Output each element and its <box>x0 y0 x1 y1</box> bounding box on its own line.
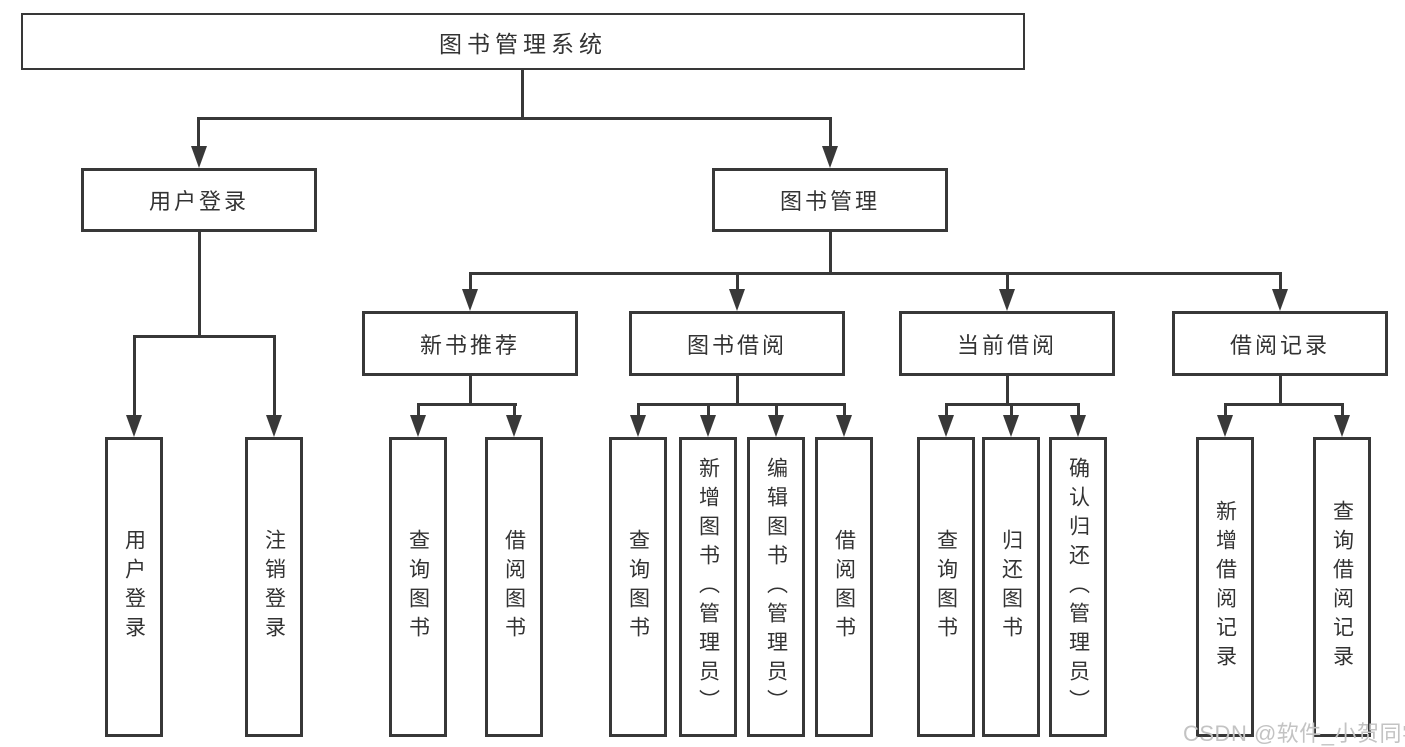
leaf-add-books-admin: 新增图书（管理员） <box>679 437 737 737</box>
arrow-down-icon <box>191 146 207 168</box>
connector-line <box>469 272 472 292</box>
connector-line <box>133 335 275 338</box>
connector-line <box>775 403 778 415</box>
leaf-borrow-books-recommend: 借阅图书 <box>485 437 543 737</box>
connector-line <box>469 272 1281 275</box>
arrow-down-icon <box>126 415 142 437</box>
connector-line <box>1010 403 1013 415</box>
connector-line <box>637 403 845 406</box>
node-label: 图书管理 <box>779 189 880 214</box>
node-label: 用户登录 <box>148 189 249 214</box>
leaf-add-borrow-record: 新增借阅记录 <box>1196 437 1254 737</box>
arrow-down-icon <box>822 146 838 168</box>
connector-line <box>197 117 200 149</box>
connector-line <box>1279 376 1282 406</box>
connector-line <box>469 376 472 406</box>
connector-line <box>1341 403 1344 415</box>
connector-line <box>133 335 136 416</box>
node-label: 确认归还（管理员） <box>1066 456 1090 718</box>
arrow-down-icon <box>1003 415 1019 437</box>
connector-line <box>273 335 276 416</box>
node-label: 借阅图书 <box>832 529 856 645</box>
leaf-logout: 注销登录 <box>245 437 303 737</box>
connector-line <box>707 403 710 415</box>
node-label: 查询借阅记录 <box>1330 500 1354 674</box>
connector-line <box>1224 403 1227 415</box>
arrow-down-icon <box>1070 415 1086 437</box>
arrow-down-icon <box>506 415 522 437</box>
node-label: 图书管理系统 <box>439 30 607 57</box>
arrow-down-icon <box>768 415 784 437</box>
connector-line <box>1006 376 1009 406</box>
arrow-down-icon <box>462 289 478 311</box>
node-user-login: 用户登录 <box>81 168 317 232</box>
arrow-down-icon <box>938 415 954 437</box>
node-label: 编辑图书（管理员） <box>764 456 788 718</box>
leaf-query-books-current: 查询图书 <box>917 437 975 737</box>
node-book-borrowing: 图书借阅 <box>629 311 845 376</box>
node-label: 归还图书 <box>999 529 1023 645</box>
arrow-down-icon <box>410 415 426 437</box>
node-label: 图书借阅 <box>686 332 787 358</box>
node-borrow-records: 借阅记录 <box>1172 311 1388 376</box>
connector-line <box>417 403 517 406</box>
arrow-down-icon <box>1217 415 1233 437</box>
connector-line <box>198 232 201 336</box>
leaf-borrow-books: 借阅图书 <box>815 437 873 737</box>
leaf-query-borrow-record: 查询借阅记录 <box>1313 437 1371 737</box>
arrow-down-icon <box>836 415 852 437</box>
leaf-edit-books-admin: 编辑图书（管理员） <box>747 437 805 737</box>
connector-line <box>829 117 832 149</box>
leaf-confirm-return-admin: 确认归还（管理员） <box>1049 437 1107 737</box>
connector-line <box>829 232 832 275</box>
node-label: 查询图书 <box>406 529 430 645</box>
node-label: 新书推荐 <box>419 332 520 358</box>
arrow-down-icon <box>1334 415 1350 437</box>
leaf-query-books-recommend: 查询图书 <box>389 437 447 737</box>
connector-line <box>1224 403 1343 406</box>
arrow-down-icon <box>999 289 1015 311</box>
connector-line <box>513 403 516 415</box>
node-label: 注销登录 <box>262 529 286 645</box>
node-book-management: 图书管理 <box>712 168 948 232</box>
connector-line <box>417 403 420 415</box>
node-label: 新增借阅记录 <box>1213 500 1237 674</box>
arrow-down-icon <box>700 415 716 437</box>
connector-line <box>945 403 948 415</box>
node-label: 查询图书 <box>626 529 650 645</box>
leaf-return-books: 归还图书 <box>982 437 1040 737</box>
leaf-query-books-borrowing: 查询图书 <box>609 437 667 737</box>
connector-line <box>1006 272 1009 292</box>
node-system-root: 图书管理系统 <box>21 13 1025 70</box>
connector-line <box>637 403 640 415</box>
node-label: 借阅图书 <box>502 529 526 645</box>
arrow-down-icon <box>266 415 282 437</box>
connector-line <box>1077 403 1080 415</box>
leaf-user-login: 用户登录 <box>105 437 163 737</box>
connector-line <box>736 272 739 292</box>
node-new-book-recommend: 新书推荐 <box>362 311 578 376</box>
node-label: 新增图书（管理员） <box>696 456 720 718</box>
connector-line <box>843 403 846 415</box>
node-label: 当前借阅 <box>956 332 1057 358</box>
connector-line <box>1279 272 1282 292</box>
connector-line <box>521 70 524 118</box>
node-label: 查询图书 <box>934 529 958 645</box>
node-current-borrowing: 当前借阅 <box>899 311 1115 376</box>
arrow-down-icon <box>1272 289 1288 311</box>
node-label: 借阅记录 <box>1229 332 1330 358</box>
connector-line <box>736 376 739 406</box>
arrow-down-icon <box>630 415 646 437</box>
node-label: 用户登录 <box>122 529 146 645</box>
arrow-down-icon <box>729 289 745 311</box>
connector-line <box>197 117 831 120</box>
csdn-watermark: CSDN @软件_小贺同学 <box>1183 721 1405 746</box>
